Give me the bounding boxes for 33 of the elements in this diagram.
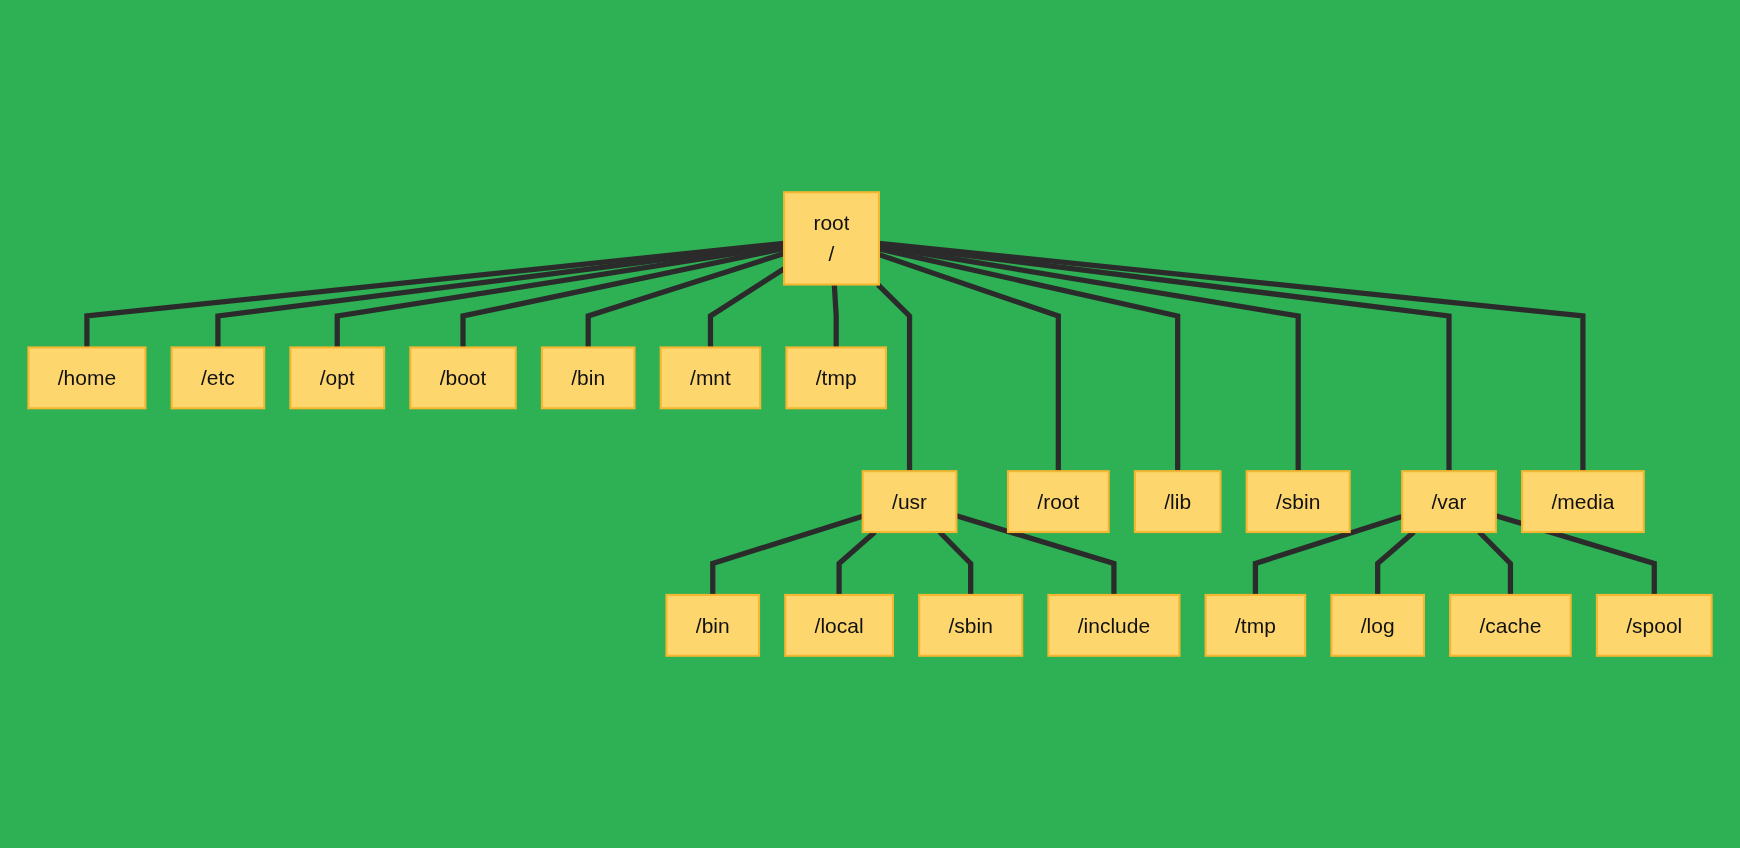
node-box: /usr bbox=[861, 470, 958, 534]
node-box: /home bbox=[27, 346, 147, 410]
node-box: root / bbox=[783, 191, 880, 286]
node-box: /var bbox=[1401, 470, 1497, 534]
node-box: /bin bbox=[665, 593, 761, 657]
node-box: /media bbox=[1521, 470, 1645, 534]
connector bbox=[831, 284, 839, 348]
connector bbox=[585, 251, 785, 348]
node-box: /tmp bbox=[1204, 593, 1307, 657]
node-box: /mnt bbox=[659, 346, 762, 410]
node-box: /boot bbox=[409, 346, 517, 410]
node-box: /tmp bbox=[785, 346, 887, 410]
node-box: /include bbox=[1047, 593, 1181, 657]
connector bbox=[84, 240, 785, 348]
connector bbox=[1477, 530, 1514, 595]
connector bbox=[1495, 513, 1657, 595]
node-box: /etc bbox=[170, 346, 266, 410]
node-box: /local bbox=[784, 593, 894, 657]
node-box: /sbin bbox=[918, 593, 1024, 657]
connector bbox=[876, 282, 913, 472]
connector bbox=[878, 252, 1061, 472]
node-box: /root bbox=[1006, 470, 1110, 534]
node-box: /spool bbox=[1595, 593, 1713, 657]
node-box: /bin bbox=[540, 346, 636, 410]
node-box: /lib bbox=[1133, 470, 1222, 534]
node-box: /opt bbox=[289, 346, 386, 410]
connector bbox=[1252, 514, 1403, 595]
node-box: /sbin bbox=[1245, 470, 1351, 534]
connector bbox=[878, 246, 1181, 472]
connector bbox=[878, 240, 1586, 472]
connector bbox=[937, 530, 974, 595]
node-box: /cache bbox=[1449, 593, 1572, 657]
node-box: /log bbox=[1330, 593, 1425, 657]
